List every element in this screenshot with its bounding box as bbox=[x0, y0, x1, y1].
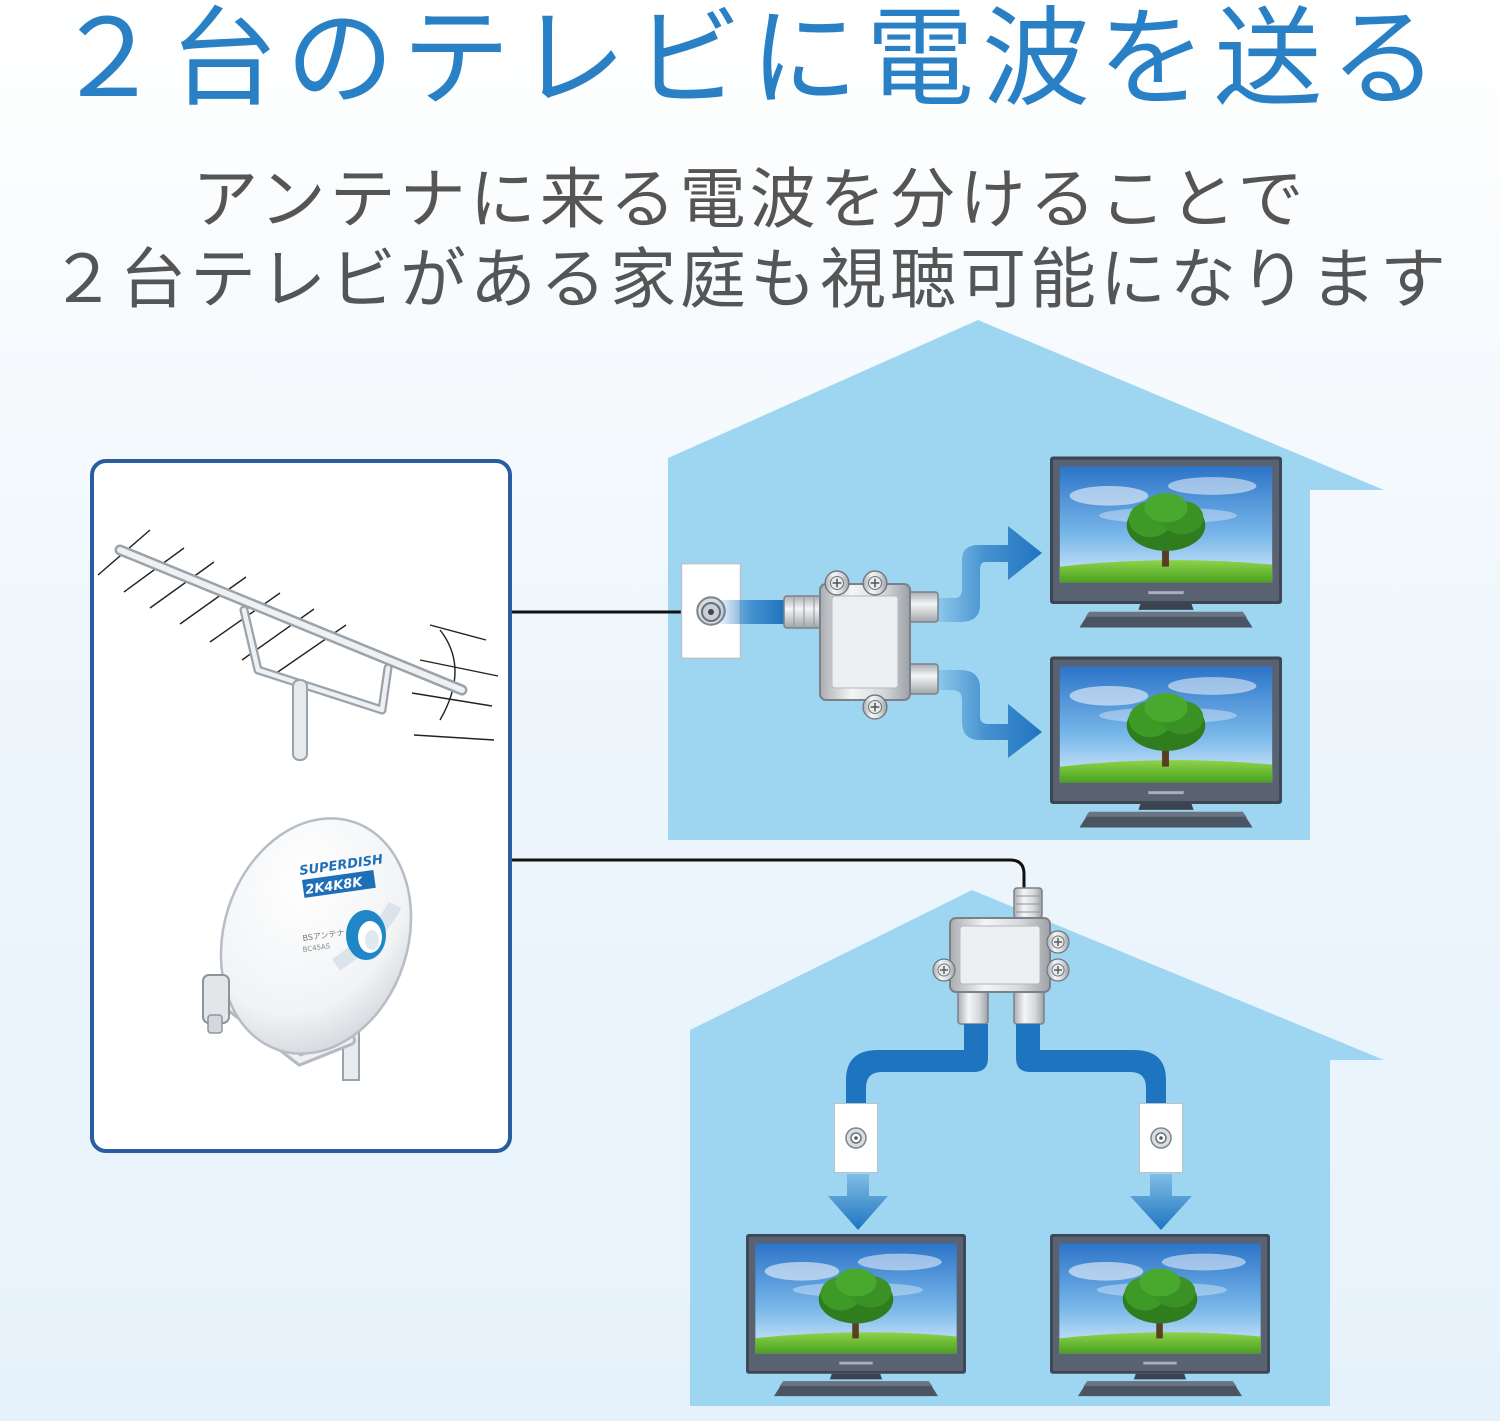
antenna-mast bbox=[292, 679, 308, 761]
satellite-dish: SUPERDISH 2K4K8K BSアンテナ BC45AS bbox=[202, 817, 413, 1081]
signal-arrow-tv4 bbox=[1130, 1174, 1192, 1230]
tv-lower-1 bbox=[746, 1234, 966, 1397]
signal-arrow-tv3 bbox=[828, 1174, 888, 1230]
wall-outlet-lower-right bbox=[1139, 1103, 1183, 1173]
tv-upper-1 bbox=[1050, 456, 1282, 628]
signal-arrow-tv1 bbox=[930, 526, 1042, 622]
cable-satellite bbox=[512, 858, 1026, 892]
dish-model: BC45AS bbox=[302, 942, 331, 954]
splitter-upper bbox=[783, 570, 939, 720]
splitter-lower bbox=[932, 887, 1070, 1025]
page-title: ２台のテレビに電波を送る bbox=[53, 0, 1446, 122]
tv-lower-2 bbox=[1050, 1234, 1270, 1397]
subtitle-line-1: アンテナに来る電波を分けることで bbox=[192, 161, 1308, 238]
antenna-panel bbox=[90, 459, 512, 1153]
tv-upper-2 bbox=[1050, 656, 1282, 828]
subtitle-line-2: ２台テレビがある家庭も視聴可能になります bbox=[50, 241, 1450, 318]
signal-route-right bbox=[1016, 1024, 1166, 1104]
signal-route-left bbox=[846, 1024, 988, 1104]
signal-arrow-tv2 bbox=[930, 670, 1042, 758]
wall-outlet-lower-left bbox=[834, 1103, 878, 1173]
signal-arrow-in bbox=[718, 600, 784, 624]
